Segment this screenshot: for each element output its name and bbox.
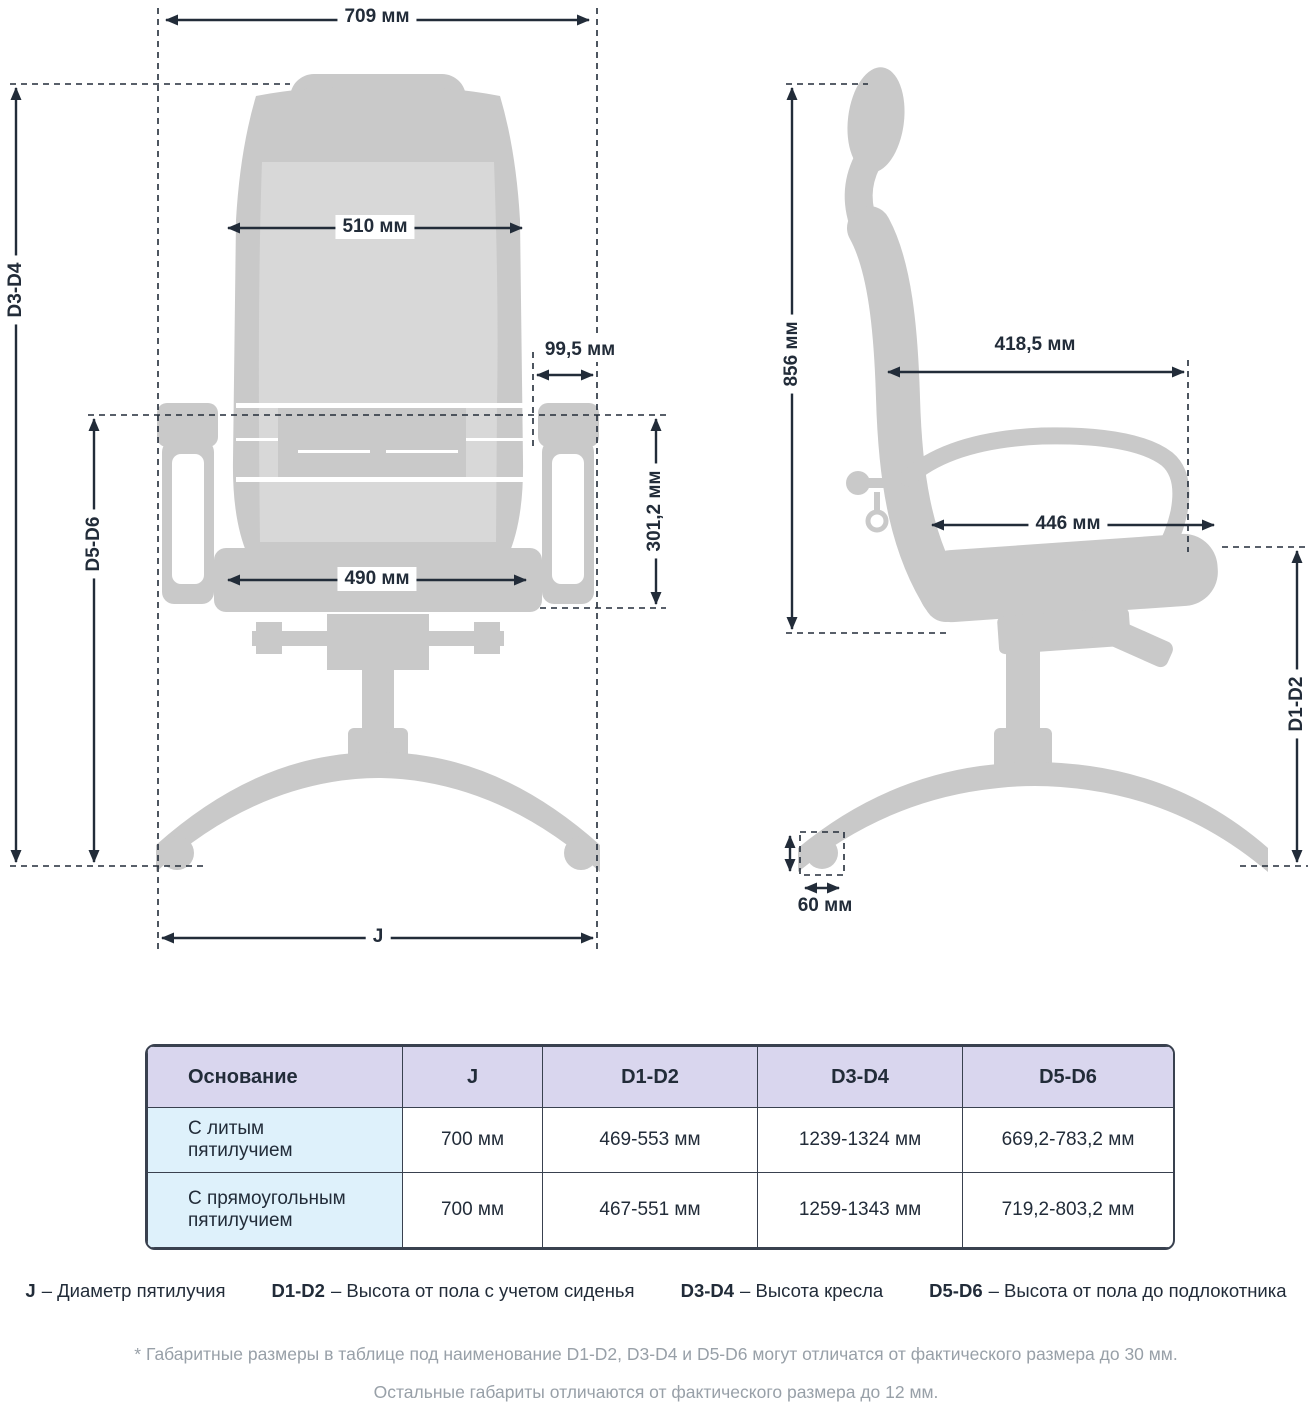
dim-label-top-width: 709 мм [337, 5, 417, 29]
side-view-chair-illustration [798, 67, 1268, 872]
dim-label-d1-d2: D1-D2 [1285, 669, 1309, 739]
front-right-caster [564, 836, 598, 870]
legend-desc: – Высота от пола до подлокотника [988, 1280, 1287, 1301]
front-view-chair-illustration [156, 74, 600, 872]
side-gas-lift [1006, 650, 1040, 738]
dimensions-table: Основание J D1-D2 D3-D4 D5-D6 С литым пя… [145, 1044, 1175, 1250]
table-cell: 469-553 мм [542, 1107, 758, 1173]
front-left-armrest-pad [157, 403, 218, 447]
side-seat [918, 533, 1218, 623]
legend: J– Диаметр пятилучия D1-D2– Высота от по… [0, 1280, 1312, 1302]
table-cell: 700 мм [402, 1107, 543, 1173]
legend-term: D1-D2 [271, 1280, 325, 1301]
table-cell: 1239-1324 мм [757, 1107, 963, 1173]
dim-label-j: J [365, 925, 391, 949]
dim-label-seat-depth: 446 мм [1028, 512, 1108, 536]
table-header-j: J [402, 1046, 543, 1108]
legend-item: D5-D6– Высота от пола до подлокотника [929, 1280, 1286, 1302]
legend-item: D1-D2– Высота от пола с учетом сиденья [271, 1280, 634, 1302]
legend-term: J [25, 1280, 36, 1301]
table-cell: 467-551 мм [542, 1172, 758, 1248]
dim-label-back-width: 510 мм [335, 215, 415, 239]
dimension-diagram [10, 8, 1308, 952]
front-base-legs [156, 752, 600, 872]
legend-desc: – Высота кресла [740, 1280, 884, 1301]
table-cell: 1259-1343 мм [757, 1172, 963, 1248]
dim-label-armrest-width: 99,5 мм [537, 338, 623, 362]
table-row: С литым пятилучием 700 мм 469-553 мм 123… [147, 1107, 1173, 1173]
table-cell-base: С литым пятилучием [147, 1107, 403, 1173]
table-header-base: Основание [147, 1046, 403, 1108]
dim-label-d5-d6: D5-D6 [82, 509, 106, 579]
table-header-d3d4: D3-D4 [757, 1046, 963, 1108]
side-headrest [847, 67, 905, 173]
front-left-caster [160, 836, 194, 870]
dim-label-upper-depth: 418,5 мм [987, 333, 1083, 357]
table-header-d5d6: D5-D6 [962, 1046, 1173, 1108]
legend-item: J– Диаметр пятилучия [25, 1280, 225, 1302]
dim-label-seat-width: 490 мм [337, 567, 417, 591]
legend-desc: – Диаметр пятилучия [41, 1280, 226, 1301]
front-gas-lift [362, 668, 394, 734]
side-armrest [899, 427, 1190, 556]
side-caster [806, 837, 838, 869]
table-cell: 700 мм [402, 1172, 543, 1248]
footnote-line-2: Остальные габариты отличаются от фактиче… [373, 1382, 939, 1402]
dim-label-d3-d4: D3-D4 [4, 255, 28, 325]
side-backrest [847, 206, 968, 622]
table-cell-base: С прямоугольным пятилучием [147, 1172, 403, 1248]
table-cell: 719,2-803,2 мм [962, 1172, 1173, 1248]
table-row: С прямоугольным пятилучием 700 мм 467-55… [147, 1172, 1173, 1248]
side-adjust-knob [846, 471, 870, 495]
legend-desc: – Высота от пола с учетом сиденья [330, 1280, 635, 1301]
legend-term: D3-D4 [680, 1280, 735, 1301]
dim-label-caster-size: 60 мм [790, 894, 860, 918]
table-header-row: Основание J D1-D2 D3-D4 D5-D6 [147, 1046, 1173, 1108]
side-base-legs [798, 762, 1268, 872]
front-mechanism [327, 614, 429, 670]
front-lumbar-support [278, 408, 466, 477]
footnote-line-1: * Габаритные размеры в таблице под наиме… [134, 1344, 1178, 1364]
front-right-armrest-pad [538, 403, 599, 447]
legend-item: D3-D4– Высота кресла [681, 1280, 884, 1302]
dim-label-armrest-section-height: 301,2 мм [643, 463, 667, 559]
caster-dashed-box [799, 831, 845, 876]
table-header-d1d2: D1-D2 [542, 1046, 758, 1108]
table-cell: 669,2-783,2 мм [962, 1107, 1173, 1173]
legend-term: D5-D6 [929, 1280, 983, 1301]
dim-label-backrest-height: 856 мм [780, 314, 804, 394]
